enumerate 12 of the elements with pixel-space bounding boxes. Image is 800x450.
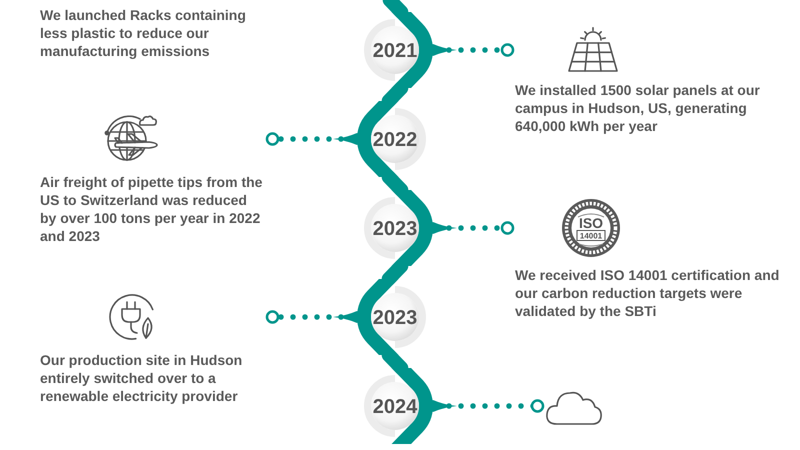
year-label: 2024 — [372, 396, 418, 418]
event-description: Our production site in Hudson entirely switched over to a renewable electricity provider — [40, 351, 244, 405]
event-description: We launched Racks containing less plastic to reduce our manufacturing emissions — [40, 6, 247, 60]
year-label: 2021 — [372, 40, 418, 62]
year-label: 2022 — [372, 129, 418, 151]
year-label: 2023 — [372, 307, 418, 329]
event-description: We installed 1500 solar panels at our campus in Hudson, US, generating 640,000 kWh per year — [515, 81, 761, 135]
year-label: 2023 — [372, 218, 418, 240]
event-description: We received ISO 14001 certification and our carbon reduction targets were validated by the SBTi — [515, 266, 780, 320]
event-description: Air freight of pipette tips from the US to Switzerland was reduced by over 100 tons per year in 2022 and 2023 — [40, 173, 264, 245]
seal-text: 14001 — [580, 232, 602, 241]
seal-text: ISO — [578, 215, 604, 231]
